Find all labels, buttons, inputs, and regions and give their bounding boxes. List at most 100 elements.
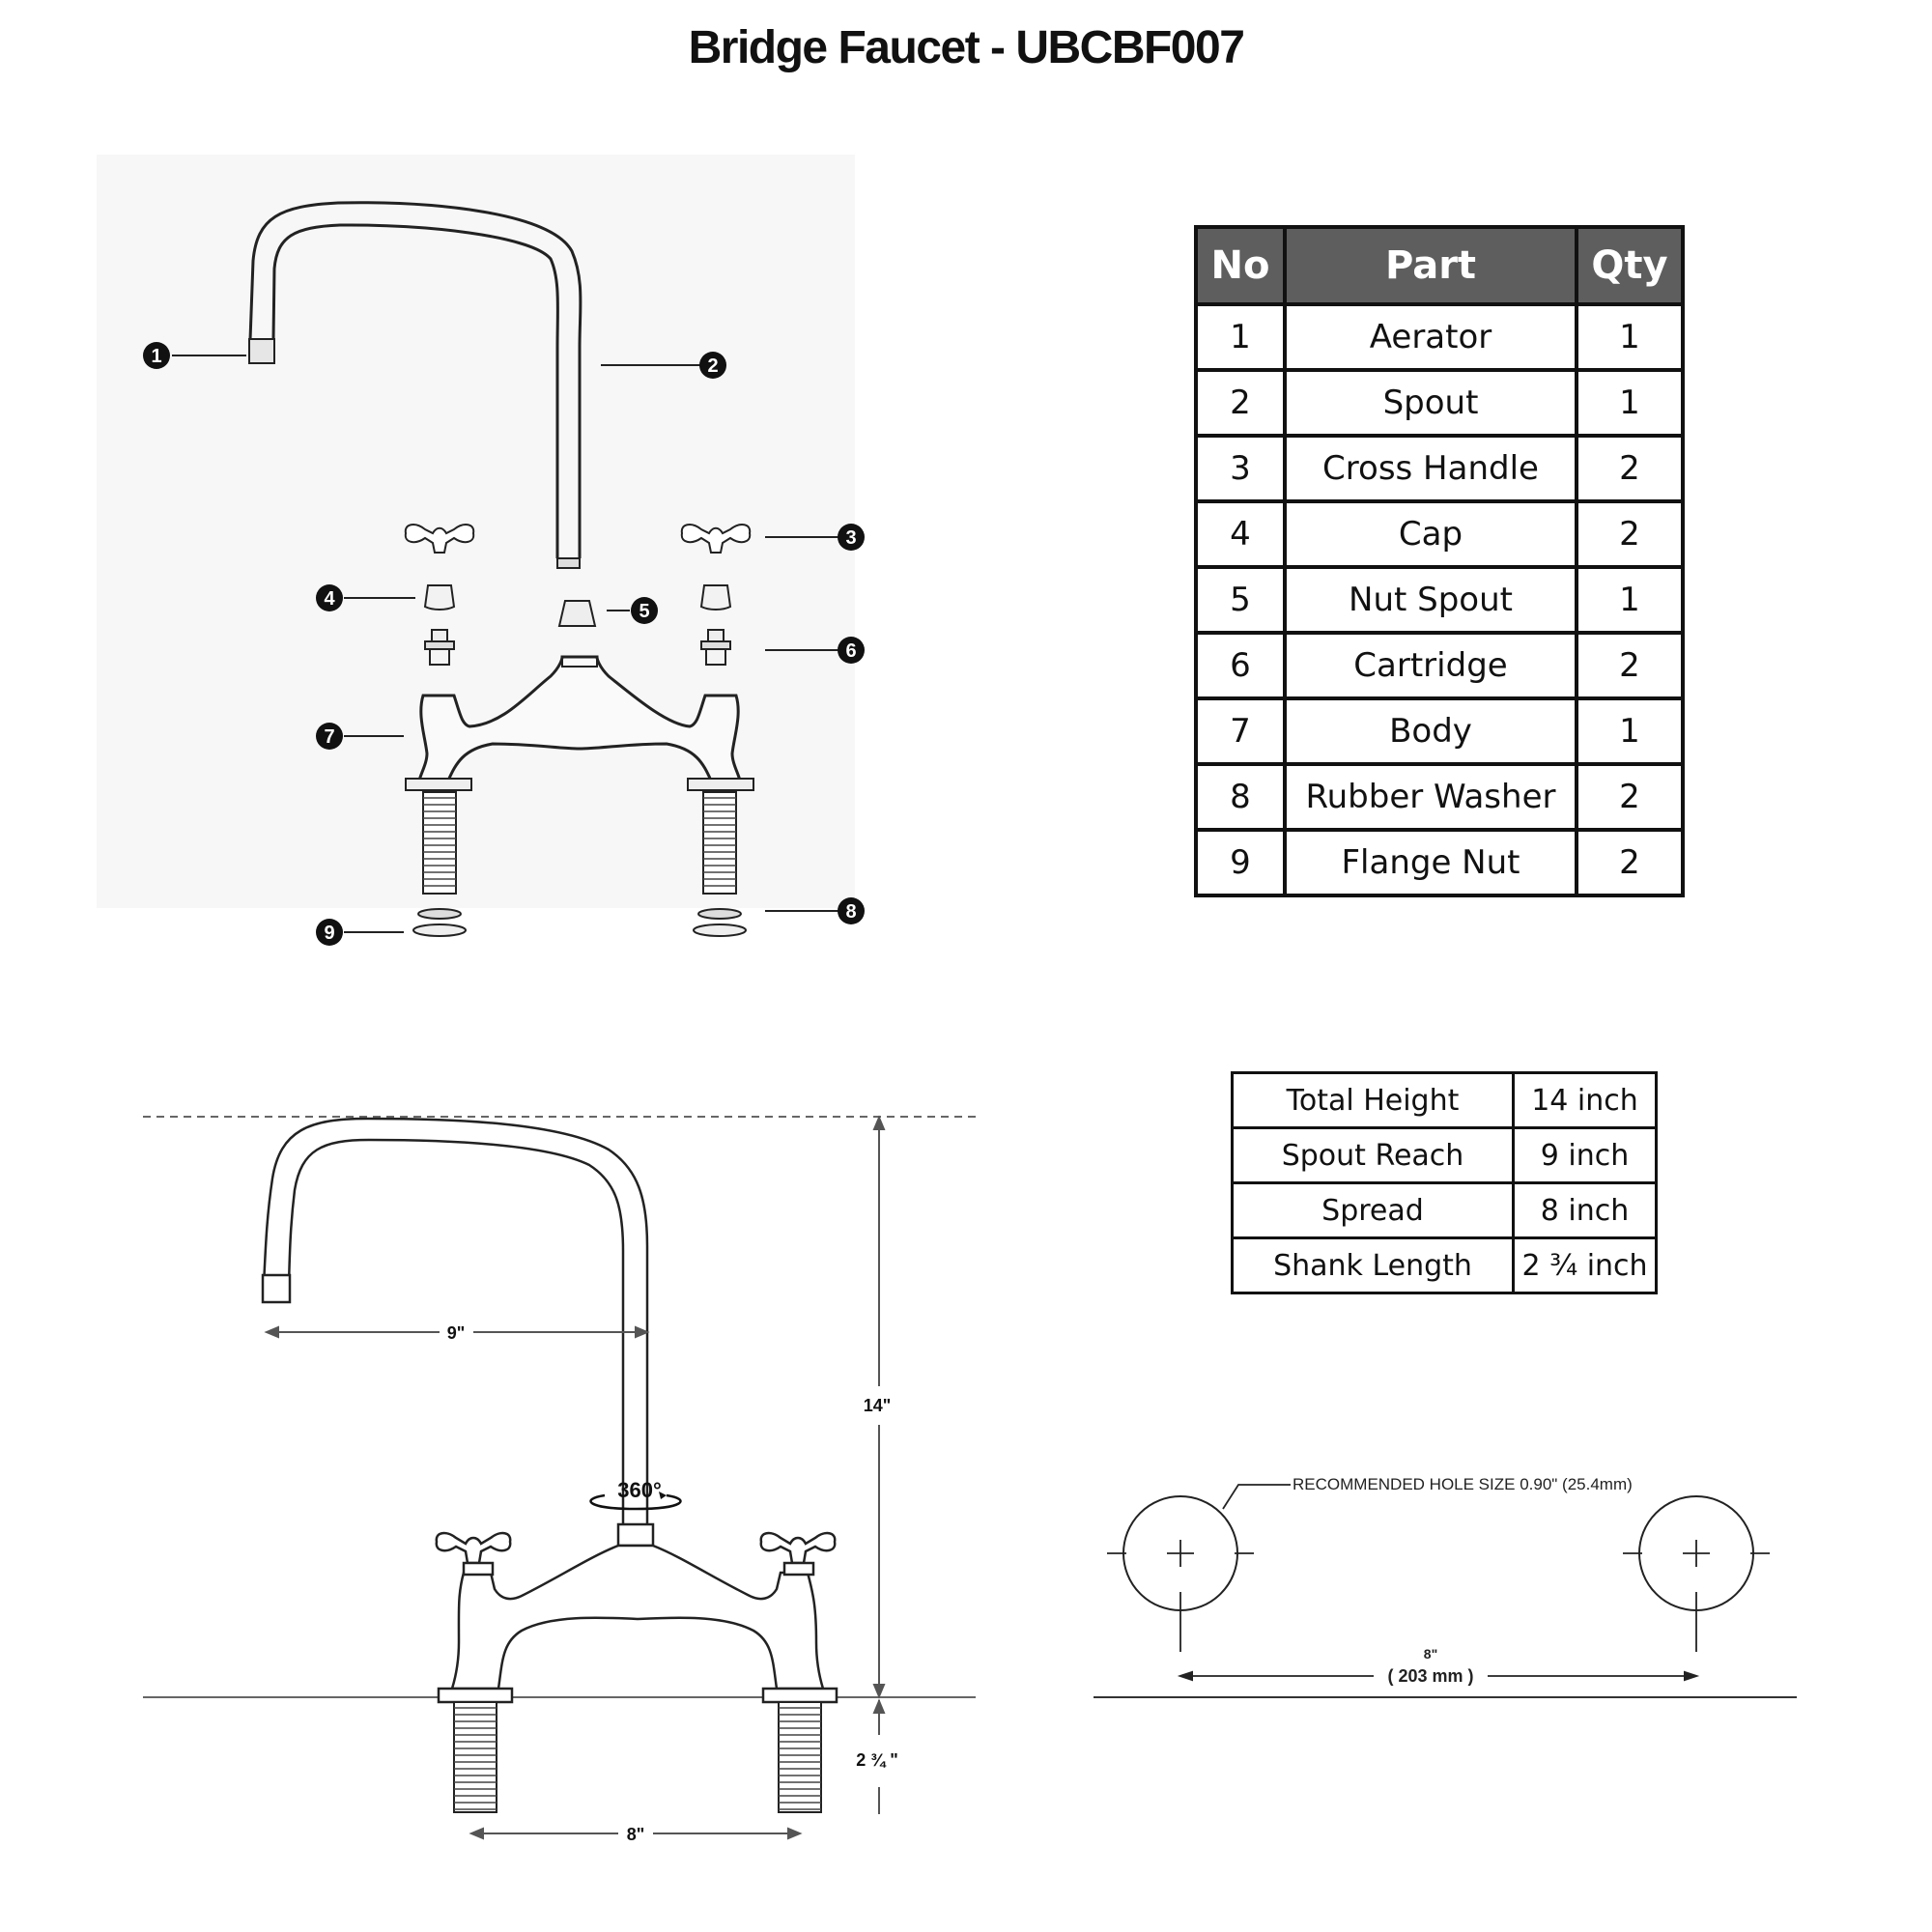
cartridge-right [700,629,731,666]
spec-label: Shank Length [1231,1236,1515,1294]
shank-dimension-label: 2 ¾ " [856,1750,898,1770]
callout-7: 7 [316,723,343,750]
cell-qty: 1 [1575,302,1685,372]
cell-no: 9 [1194,828,1287,897]
spout-part [248,201,582,569]
cell-no: 1 [1194,302,1287,372]
page-title: Bridge Faucet - UBCBF007 [688,22,1245,73]
cell-part: Spout [1283,368,1578,438]
header-part: Part [1283,225,1578,306]
cartridge-left [424,629,455,666]
hole-size-note: RECOMMENDED HOLE SIZE 0.90" (25.4mm) [1293,1475,1633,1493]
spec-label: Total Height [1231,1071,1515,1129]
cell-no: 3 [1194,434,1287,503]
cell-part: Cartridge [1283,631,1578,700]
assembled-spout [261,1117,649,1524]
parts-table-header: No Part Qty [1194,225,1685,306]
rotation-label: 360° [617,1478,662,1502]
svg-text:7: 7 [324,726,334,748]
rotation-indicator: 360° [589,1478,682,1511]
cell-part: Body [1283,696,1578,766]
assembled-handle-left [435,1531,512,1577]
hole-right-centerlines [1623,1540,1770,1652]
cell-part: Cap [1283,499,1578,569]
washer-right [697,908,742,920]
cross-handle-left [404,524,475,554]
cell-no: 7 [1194,696,1287,766]
svg-text:8: 8 [845,901,856,923]
aerator-part [248,338,275,364]
svg-text:9: 9 [324,923,334,944]
callout-6: 6 [838,637,865,664]
hole-spacing-inch: 8" [1424,1646,1437,1662]
cell-qty: 2 [1575,434,1685,503]
cell-qty: 2 [1575,828,1685,897]
callouts: 1 2 3 4 5 6 7 8 9 [143,342,865,946]
washer-left [417,908,462,920]
spec-label: Spread [1231,1181,1515,1239]
svg-text:5: 5 [639,601,649,622]
shank-right [702,791,737,895]
hole-diagram [1094,1484,1797,1698]
svg-text:4: 4 [324,588,335,610]
svg-text:1: 1 [151,346,161,367]
exploded-view [248,201,754,937]
callout-9: 9 [316,919,343,946]
cell-qty: 1 [1575,368,1685,438]
svg-text:2: 2 [707,355,718,377]
spec-value: 14 inch [1512,1071,1658,1129]
flange-nut-right [693,923,747,937]
cap-right [699,584,732,611]
nut-spout-part [557,600,597,627]
cell-part: Rubber Washer [1283,762,1578,832]
cross-handle-right [680,524,752,554]
callout-5: 5 [631,597,658,624]
cell-part: Cross Handle [1283,434,1578,503]
assembled-shank-right [778,1701,822,1813]
reach-dimension-label: 9" [447,1323,466,1343]
cell-part: Nut Spout [1283,565,1578,635]
header-no: No [1194,225,1287,306]
cell-part: Aerator [1283,302,1578,372]
leader-lines [172,355,840,933]
shank-left [422,791,457,895]
cell-no: 4 [1194,499,1287,569]
callout-1: 1 [143,342,170,369]
body-part [405,655,754,791]
cell-no: 8 [1194,762,1287,832]
spec-value: 9 inch [1512,1126,1658,1184]
cap-left [423,584,456,611]
svg-text:6: 6 [845,640,856,662]
cell-no: 5 [1194,565,1287,635]
dimension-lines [264,1115,886,1840]
cell-part: Flange Nut [1283,828,1578,897]
assembled-view [143,1116,976,1813]
cell-qty: 2 [1575,499,1685,569]
svg-text:3: 3 [845,527,856,549]
spec-value: 8 inch [1512,1181,1658,1239]
assembled-handle-right [759,1531,837,1577]
callout-8: 8 [838,897,865,924]
assembled-body [437,1522,838,1704]
cell-no: 2 [1194,368,1287,438]
cell-no: 6 [1194,631,1287,700]
header-qty: Qty [1575,225,1685,306]
cell-qty: 1 [1575,696,1685,766]
cell-qty: 1 [1575,565,1685,635]
spec-value: 2 ¾ inch [1512,1236,1658,1294]
flange-nut-left [412,923,467,937]
spread-dimension-label: 8" [627,1825,645,1844]
